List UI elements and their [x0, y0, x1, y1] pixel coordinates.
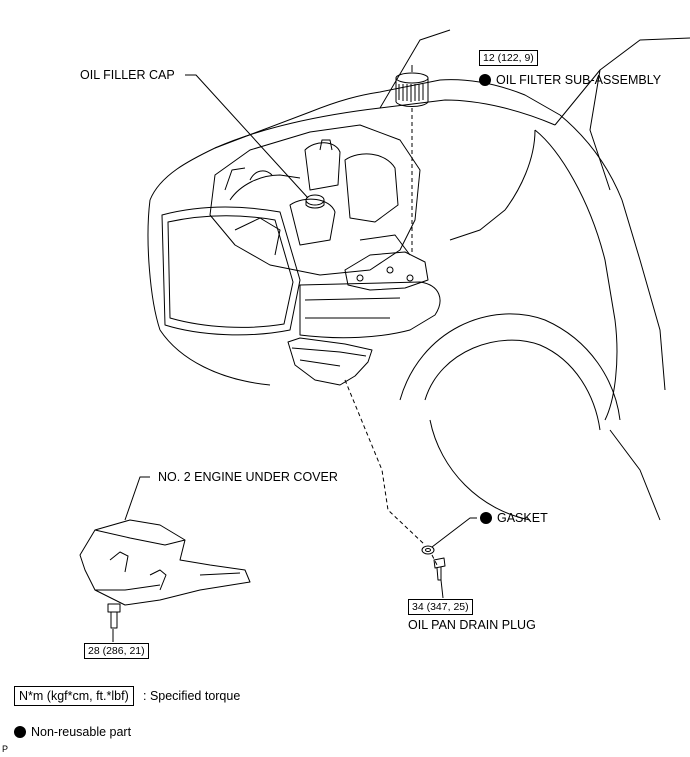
legend-torque-unit: N*m (kgf*cm, ft.*lbf)	[14, 686, 134, 706]
gasket-label: GASKET	[480, 511, 548, 525]
gasket-label-text: GASKET	[497, 511, 548, 525]
headlamp	[299, 281, 441, 339]
corner-mark: P	[2, 744, 8, 754]
legend-torque-desc: : Specified torque	[143, 689, 241, 703]
oil-filler-cap-label: OIL FILLER CAP	[80, 68, 175, 82]
under-cover-bolt-shape	[107, 603, 121, 629]
drain-plug-torque: 34 (347, 25)	[408, 599, 473, 615]
vehicle-body	[147, 29, 690, 521]
oil-filter-label: OIL FILTER SUB-ASSEMBLY	[479, 73, 661, 87]
drain-plug-shape	[433, 557, 446, 581]
drain-plug-label: OIL PAN DRAIN PLUG	[408, 618, 536, 632]
alignment-lines	[344, 108, 438, 566]
legend-non-reusable: Non-reusable part	[14, 725, 131, 739]
under-cover-bolt-torque: 28 (286, 21)	[84, 643, 149, 659]
oil-filter-label-text: OIL FILTER SUB-ASSEMBLY	[496, 73, 662, 87]
oil-filter-bracket	[344, 251, 429, 291]
leader-lines	[112, 65, 477, 642]
oil-filter-shape	[395, 72, 429, 107]
oil-filter-torque: 12 (122, 9)	[479, 50, 538, 66]
under-cover-shape	[79, 519, 251, 606]
non-reusable-icon	[14, 726, 26, 738]
legend-non-reusable-text: Non-reusable part	[31, 725, 132, 739]
front-grille	[161, 206, 301, 336]
oil-pan	[287, 337, 373, 386]
oil-filler-cap-shape	[305, 194, 325, 209]
under-cover-label: NO. 2 ENGINE UNDER COVER	[158, 470, 338, 484]
gasket-shape	[421, 545, 435, 555]
non-reusable-icon	[480, 512, 492, 524]
non-reusable-icon	[479, 74, 491, 86]
engine	[209, 124, 421, 276]
